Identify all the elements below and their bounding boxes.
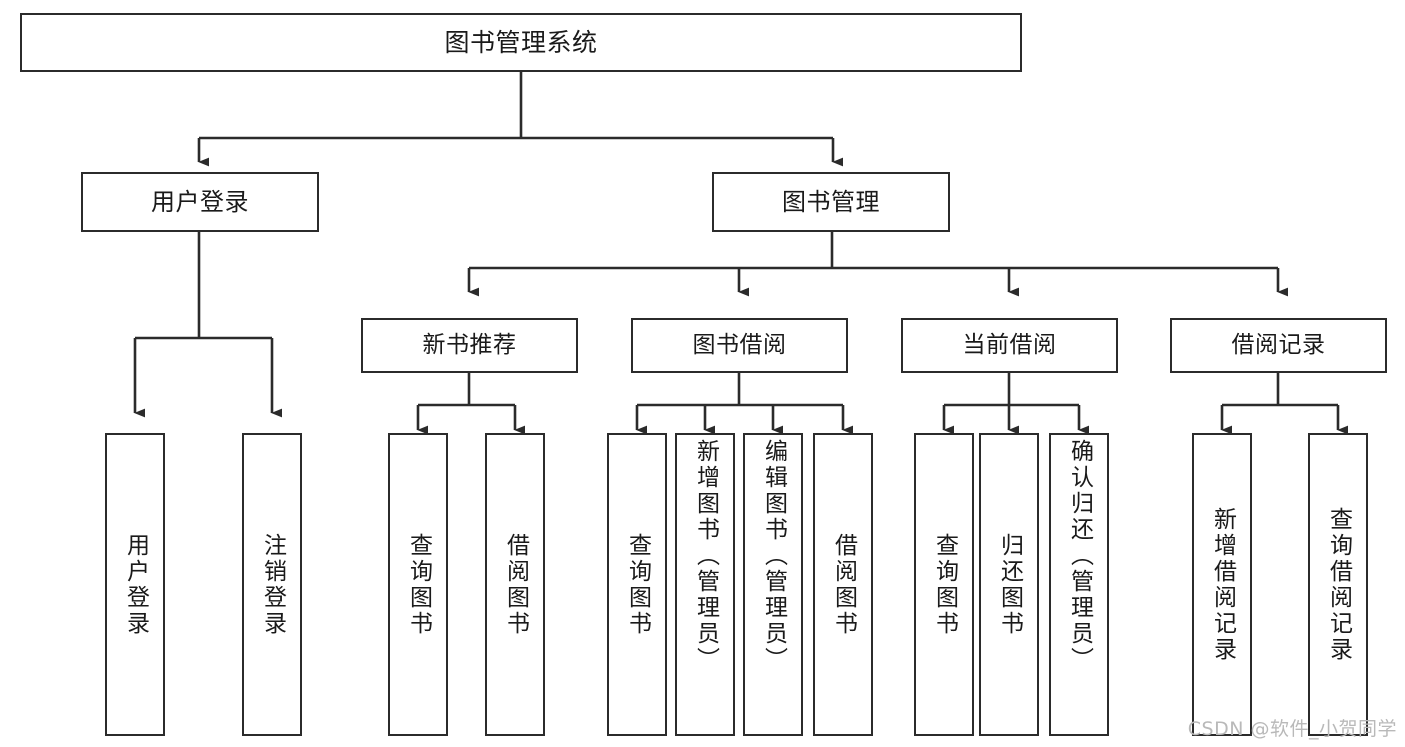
node-leaf-borrow-book-1[interactable]: 借阅图书 [485, 433, 545, 736]
node-borrow-record[interactable]: 借阅记录 [1170, 318, 1387, 373]
node-book-management[interactable]: 图书管理 [712, 172, 950, 232]
node-book-borrow[interactable]: 图书借阅 [631, 318, 848, 373]
node-current-borrow-label: 当前借阅 [962, 331, 1057, 358]
node-leaf-add-record[interactable]: 新增借阅记录 [1192, 433, 1252, 736]
node-user-login-label: 用户登录 [151, 187, 249, 216]
node-new-book-recommend-label: 新书推荐 [422, 331, 517, 358]
node-leaf-borrow-book-2-label: 借阅图书 [830, 532, 857, 637]
node-new-book-recommend[interactable]: 新书推荐 [361, 318, 578, 373]
node-leaf-edit-book-label: 编辑图书（管理员） [760, 439, 787, 673]
node-leaf-query-book-3[interactable]: 查询图书 [914, 433, 974, 736]
node-leaf-borrow-book-1-label: 借阅图书 [502, 532, 529, 637]
node-leaf-query-book-1-label: 查询图书 [405, 532, 432, 637]
node-leaf-confirm-return-label: 确认归还（管理员） [1066, 439, 1093, 673]
node-leaf-add-book-label: 新增图书（管理员） [692, 439, 719, 673]
node-root-label: 图书管理系统 [444, 27, 598, 57]
node-current-borrow[interactable]: 当前借阅 [901, 318, 1118, 373]
node-leaf-query-book-2-label: 查询图书 [624, 532, 651, 637]
node-leaf-query-book-1[interactable]: 查询图书 [388, 433, 448, 736]
node-leaf-query-book-3-label: 查询图书 [931, 532, 958, 637]
csdn-watermark: CSDN @软件_小贺同学 [1187, 718, 1397, 740]
node-root[interactable]: 图书管理系统 [20, 13, 1022, 72]
node-user-login[interactable]: 用户登录 [81, 172, 319, 232]
node-leaf-user-logout[interactable]: 注销登录 [242, 433, 302, 736]
node-borrow-record-label: 借阅记录 [1231, 331, 1326, 358]
node-leaf-return-book-label: 归还图书 [996, 532, 1023, 637]
node-leaf-user-login[interactable]: 用户登录 [105, 433, 165, 736]
node-leaf-add-book[interactable]: 新增图书（管理员） [675, 433, 735, 736]
node-leaf-query-book-2[interactable]: 查询图书 [607, 433, 667, 736]
node-leaf-confirm-return[interactable]: 确认归还（管理员） [1049, 433, 1109, 736]
node-leaf-add-record-label: 新增借阅记录 [1209, 506, 1236, 663]
node-leaf-edit-book[interactable]: 编辑图书（管理员） [743, 433, 803, 736]
node-leaf-query-record-label: 查询借阅记录 [1325, 506, 1352, 663]
node-leaf-user-logout-label: 注销登录 [259, 532, 286, 637]
node-book-management-label: 图书管理 [782, 187, 880, 216]
node-book-borrow-label: 图书借阅 [692, 331, 787, 358]
node-leaf-user-login-label: 用户登录 [122, 532, 149, 637]
node-leaf-query-record[interactable]: 查询借阅记录 [1308, 433, 1368, 736]
node-leaf-return-book[interactable]: 归还图书 [979, 433, 1039, 736]
node-leaf-borrow-book-2[interactable]: 借阅图书 [813, 433, 873, 736]
